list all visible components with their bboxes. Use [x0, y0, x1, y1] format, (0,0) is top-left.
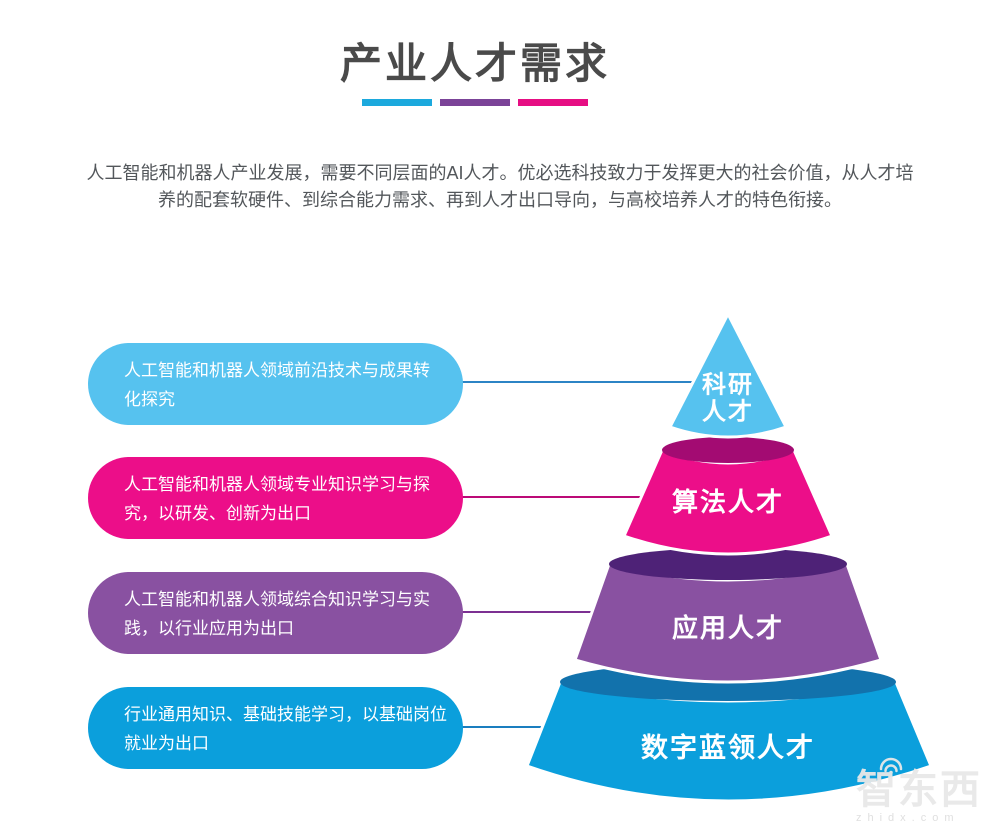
bubble-application-desc: 人工智能和机器人领域综合知识学习与实 践，以行业应用为出口 [88, 572, 463, 654]
tier-label-research-line1: 科研 [702, 372, 754, 399]
tier-application-talent [573, 548, 883, 684]
bubble-application-line1: 人工智能和机器人领域综合知识学习与实 [124, 590, 430, 609]
underline-bar-purple [440, 99, 510, 106]
tier-algorithm-talent [622, 437, 834, 556]
underline-bar-cyan [362, 99, 432, 106]
title-underline [362, 99, 588, 106]
intro-line-1: 人工智能和机器人产业发展，需要不同层面的AI人才。优必选科技致力于发挥更大的社会… [86, 163, 914, 183]
bubble-research-desc: 人工智能和机器人领域前沿技术与成果转 化探究 [88, 343, 463, 425]
bubble-application-line2: 践，以行业应用为出口 [124, 619, 294, 638]
tier-label-application: 应用人才 [672, 613, 784, 643]
intro-line-2: 养的配套软硬件、到综合能力需求、再到人才出口导向，与高校培养人才的特色衔接。 [158, 190, 842, 210]
tier-digital-blue-collar-talent [525, 663, 933, 803]
intro-paragraph: 人工智能和机器人产业发展，需要不同层面的AI人才。优必选科技致力于发挥更大的社会… [0, 160, 1000, 214]
bubble-algorithm-line2: 究，以研发、创新为出口 [124, 504, 311, 523]
bubble-algorithm-desc: 人工智能和机器人领域专业知识学习与探 究，以研发、创新为出口 [88, 457, 463, 539]
page-title: 产业人才需求 [339, 40, 611, 87]
bubble-blue-collar-line1: 行业通用知识、基础技能学习，以基础岗位 [124, 705, 447, 724]
bubble-research-line2: 化探究 [124, 390, 175, 409]
bubble-research-line1: 人工智能和机器人领域前沿技术与成果转 [124, 361, 430, 380]
tier-research-talent [668, 312, 788, 439]
bubble-blue-collar-desc: 行业通用知识、基础技能学习，以基础岗位 就业为出口 [88, 687, 463, 769]
underline-bar-magenta [518, 99, 588, 106]
bubble-blue-collar-line2: 就业为出口 [124, 734, 209, 753]
tier-label-algorithm: 算法人才 [672, 487, 784, 517]
tier-label-research-line2: 人才 [702, 399, 754, 426]
bubble-algorithm-line1: 人工智能和机器人领域专业知识学习与探 [124, 475, 430, 494]
tier-label-digital-blue-collar: 数字蓝领人才 [641, 732, 815, 763]
